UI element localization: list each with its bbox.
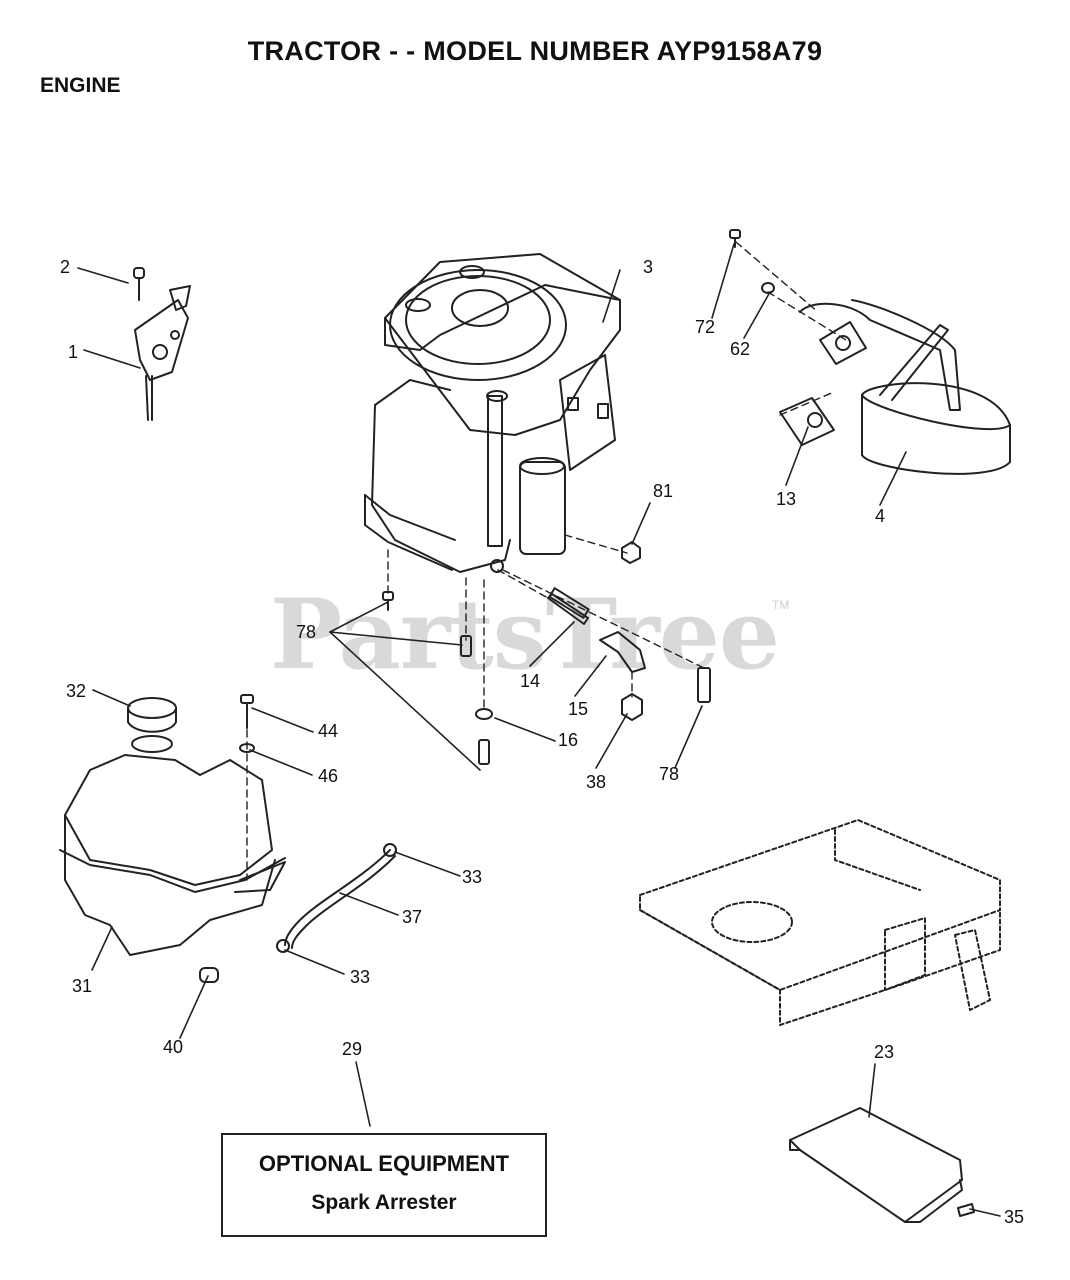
callout-37: 37 — [402, 907, 423, 927]
muffler-assembly — [729, 229, 1011, 475]
callout-3: 3 — [643, 257, 654, 277]
dashed-lines — [246, 241, 847, 881]
callout-62: 62 — [730, 339, 751, 359]
engine — [364, 253, 621, 573]
callout-15: 15 — [568, 699, 589, 719]
callout-78-right: 78 — [659, 764, 680, 784]
optional-equipment-subtitle: Spark Arrester — [311, 1191, 457, 1214]
optional-equipment-title: OPTIONAL EQUIPMENT — [258, 1151, 510, 1176]
section-label: ENGINE — [40, 74, 121, 97]
watermark-trademark: TM — [772, 598, 790, 612]
callout-35: 35 — [1004, 1207, 1025, 1227]
callout-44: 44 — [318, 721, 339, 741]
callout-72: 72 — [695, 317, 716, 337]
throttle-control — [133, 267, 191, 421]
callout-78-left: 78 — [296, 622, 317, 642]
optional-equipment-box: OPTIONAL EQUIPMENT Spark Arrester — [221, 1133, 547, 1237]
leader-lines — [77, 243, 1001, 1217]
diagram-title: TRACTOR - - MODEL NUMBER AYP9158A79 — [247, 36, 823, 66]
callout-23: 23 — [874, 1042, 895, 1062]
callout-13: 13 — [776, 489, 797, 509]
callout-38: 38 — [586, 772, 607, 792]
callout-2: 2 — [60, 257, 71, 277]
callout-1: 1 — [68, 342, 79, 362]
shield — [789, 1107, 975, 1223]
callout-4: 4 — [875, 506, 886, 526]
callout-14: 14 — [520, 671, 541, 691]
callout-31: 31 — [72, 976, 93, 996]
fittings — [382, 541, 711, 765]
frame — [639, 819, 1001, 1026]
callout-40: 40 — [163, 1037, 184, 1057]
callout-46: 46 — [318, 766, 339, 786]
callout-33-bottom: 33 — [350, 967, 371, 987]
callout-33-top: 33 — [462, 867, 483, 887]
callout-16: 16 — [558, 730, 579, 750]
fuel-line — [276, 843, 397, 953]
callout-29: 29 — [342, 1039, 363, 1059]
callout-81: 81 — [653, 481, 674, 501]
callout-32: 32 — [66, 681, 87, 701]
fuel-tank — [59, 694, 286, 983]
